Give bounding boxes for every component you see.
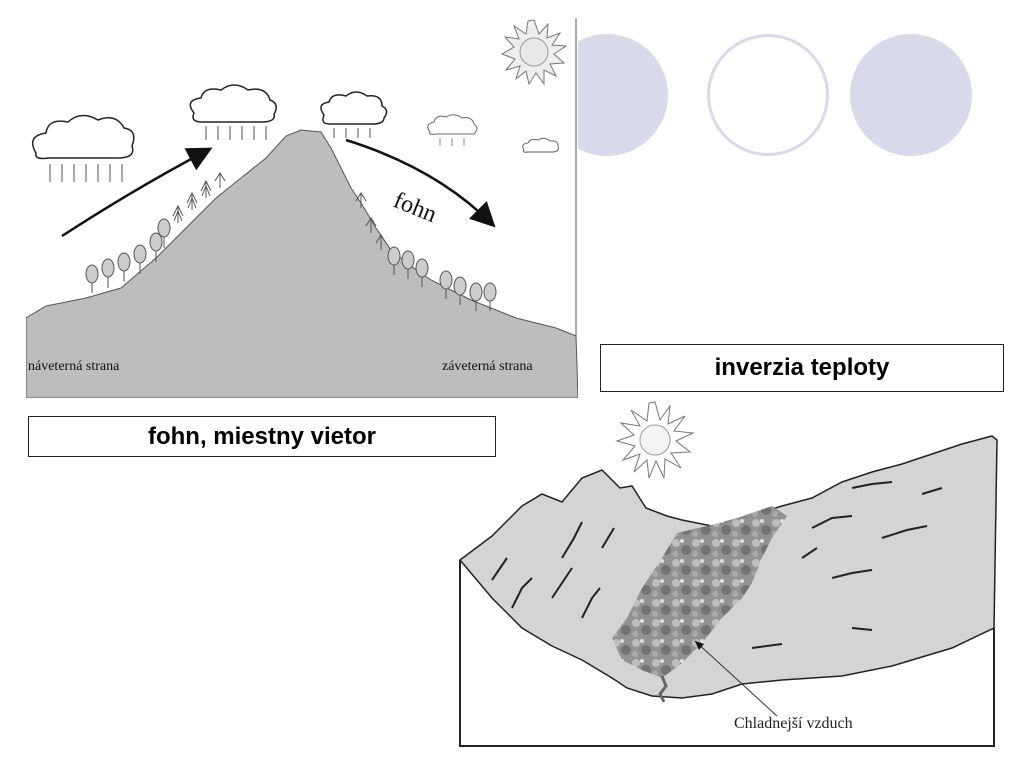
rain-lines-left bbox=[49, 164, 123, 182]
sun-icon bbox=[615, 401, 695, 479]
rain-lines-peak bbox=[333, 128, 371, 138]
mountain-shape bbox=[26, 129, 578, 398]
leeward-trees bbox=[387, 246, 497, 311]
fohn-arrow bbox=[345, 138, 496, 228]
label-leader-line bbox=[694, 640, 778, 717]
inversion-diagram: Chladnejší vzduch bbox=[458, 401, 998, 747]
cloud-icon bbox=[522, 137, 559, 153]
cloud-icon bbox=[427, 114, 478, 135]
decorative-circle-filled-right bbox=[850, 34, 972, 156]
fohn-caption: fohn, miestny vietor bbox=[147, 422, 377, 450]
windward-side-label: náveterná strana bbox=[28, 359, 120, 374]
cloud-icon bbox=[320, 91, 388, 125]
cold-air-region bbox=[612, 506, 787, 678]
cloud-icon bbox=[31, 114, 135, 160]
leader-arrowhead bbox=[695, 641, 704, 650]
inversion-caption-box: inverzia teploty bbox=[600, 344, 1004, 392]
windward-conifers bbox=[172, 172, 226, 223]
decorative-circle-outline bbox=[707, 34, 829, 156]
windward-trees bbox=[85, 218, 171, 293]
sun-icon bbox=[500, 19, 568, 86]
rain-lines-small bbox=[439, 138, 465, 146]
leeward-conifers bbox=[355, 192, 387, 250]
cloud-icon bbox=[189, 84, 277, 123]
river-line bbox=[658, 675, 668, 703]
fohn-diagram: fohn náveterná strana záveterná strana bbox=[26, 18, 578, 398]
cold-air-label: Chladnejší vzduch bbox=[734, 715, 853, 732]
rain-lines-mid bbox=[205, 126, 267, 140]
inversion-caption: inverzia teploty bbox=[714, 354, 890, 381]
leeward-side-label: záveterná strana bbox=[442, 359, 533, 374]
fohn-caption-box: fohn, miestny vietor bbox=[28, 416, 496, 457]
ridge-lines bbox=[491, 481, 943, 649]
windward-arrow bbox=[61, 147, 213, 238]
